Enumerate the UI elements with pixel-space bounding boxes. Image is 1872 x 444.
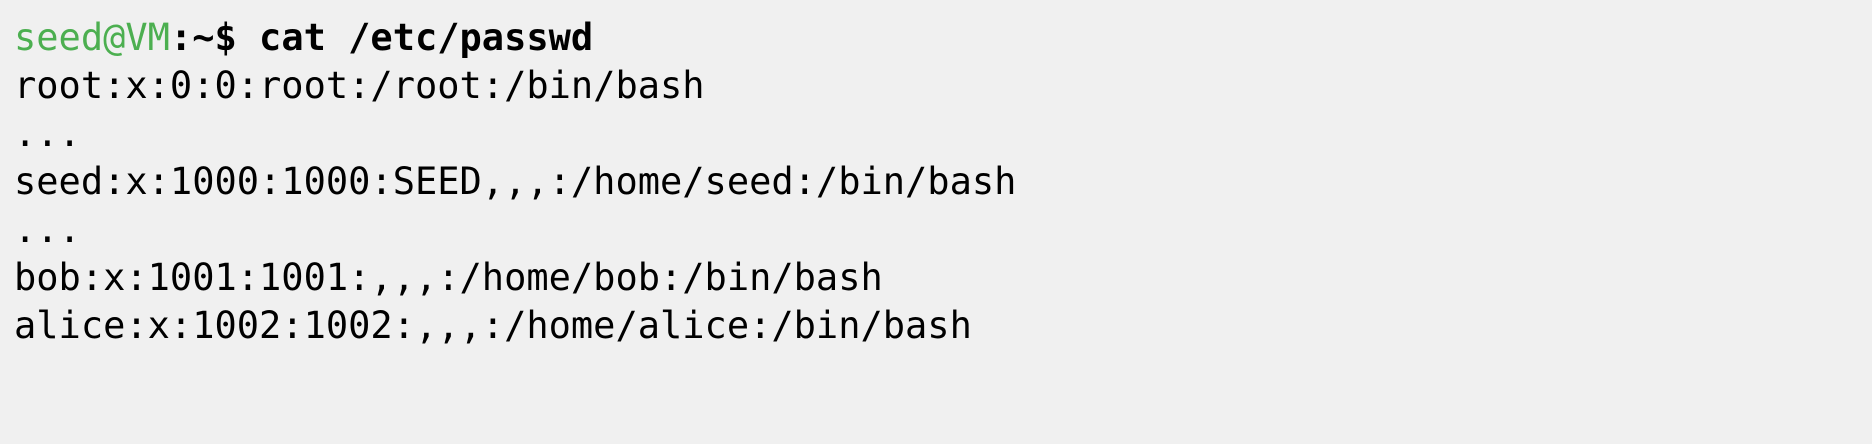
prompt-separator: :~$ xyxy=(169,16,237,59)
prompt-command: cat /etc/passwd xyxy=(236,16,594,59)
passwd-line-root: root:x:0:0:root:/root:/bin/bash xyxy=(14,64,705,107)
passwd-line-bob: bob:x:1001:1001:,,,:/home/bob:/bin/bash xyxy=(14,256,883,299)
passwd-line-ellipsis-2: ... xyxy=(14,208,81,251)
prompt-user-host: seed@VM xyxy=(14,16,170,59)
passwd-line-ellipsis-1: ... xyxy=(14,112,81,155)
terminal-prompt-line: seed@VM:~$ cat /etc/passwd xyxy=(14,14,1872,62)
passwd-line-alice: alice:x:1002:1002:,,,:/home/alice:/bin/b… xyxy=(14,304,972,347)
passwd-line-seed: seed:x:1000:1000:SEED,,,:/home/seed:/bin… xyxy=(14,160,1017,203)
